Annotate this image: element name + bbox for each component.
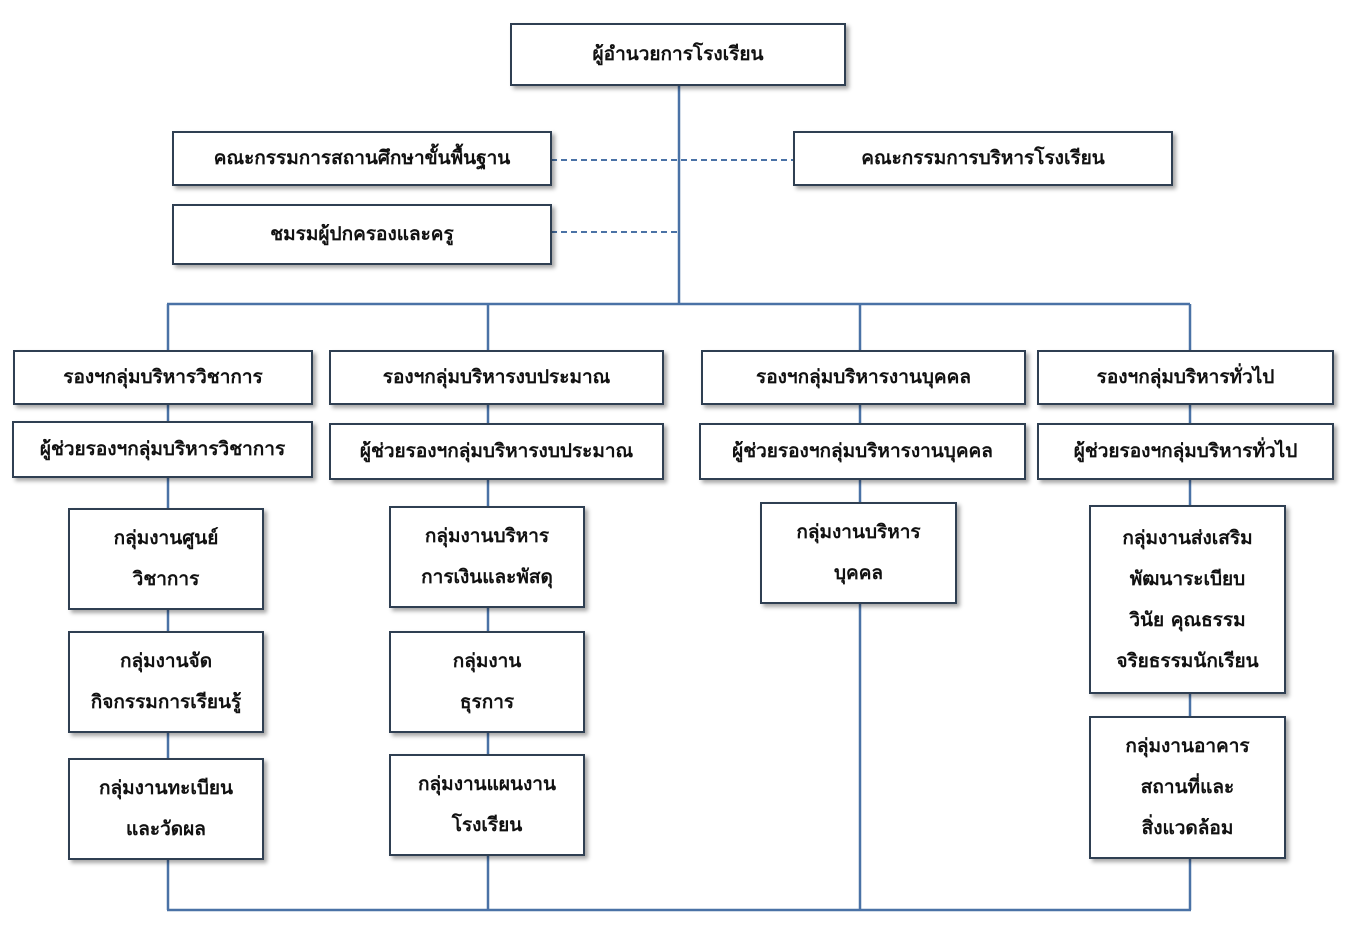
assistant-budget-box: ผู้ช่วยรองฯกลุ่มบริหารงบประมาณ bbox=[329, 423, 664, 480]
assistant-general-box: ผู้ช่วยรองฯกลุ่มบริหารทั่วไป bbox=[1037, 423, 1334, 480]
deputy-academic-box: รองฯกลุ่มบริหารวิชาการ bbox=[13, 350, 313, 405]
basic-education-board-box: คณะกรรมการสถานศึกษาขั้นพื้นฐาน bbox=[172, 131, 552, 186]
academic-group-box: กลุ่มงานทะเบียน และวัดผล bbox=[68, 758, 264, 860]
deputy-budget-box: รองฯกลุ่มบริหารงบประมาณ bbox=[329, 350, 664, 405]
general-group-box: กลุ่มงานอาคาร สถานที่และ สิ่งแวดล้อม bbox=[1089, 716, 1286, 859]
school-admin-committee-box: คณะกรรมการบริหารโรงเรียน bbox=[793, 131, 1173, 186]
deputy-general-box: รองฯกลุ่มบริหารทั่วไป bbox=[1037, 350, 1334, 405]
general-group-box: กลุ่มงานส่งเสริม พัฒนาระเบียบ วินัย คุณธ… bbox=[1089, 505, 1286, 694]
director-box: ผู้อำนวยการโรงเรียน bbox=[510, 23, 846, 86]
budget-group-box: กลุ่มงานแผนงาน โรงเรียน bbox=[389, 754, 585, 856]
personnel-group-box: กลุ่มงานบริหาร บุคคล bbox=[760, 502, 957, 604]
assistant-academic-box: ผู้ช่วยรองฯกลุ่มบริหารวิชาการ bbox=[12, 421, 313, 478]
deputy-personnel-box: รองฯกลุ่มบริหารงานบุคคล bbox=[701, 350, 1026, 405]
assistant-personnel-box: ผู้ช่วยรองฯกลุ่มบริหารงานบุคคล bbox=[699, 423, 1026, 480]
budget-group-box: กลุ่มงานบริหาร การเงินและพัสดุ bbox=[389, 506, 585, 608]
academic-group-box: กลุ่มงานจัด กิจกรรมการเรียนรู้ bbox=[68, 631, 264, 733]
parents-teachers-club-box: ชมรมผู้ปกครองและครู bbox=[172, 204, 552, 265]
academic-group-box: กลุ่มงานศูนย์ วิชาการ bbox=[68, 508, 264, 610]
budget-group-box: กลุ่มงาน ธุรการ bbox=[389, 631, 585, 733]
